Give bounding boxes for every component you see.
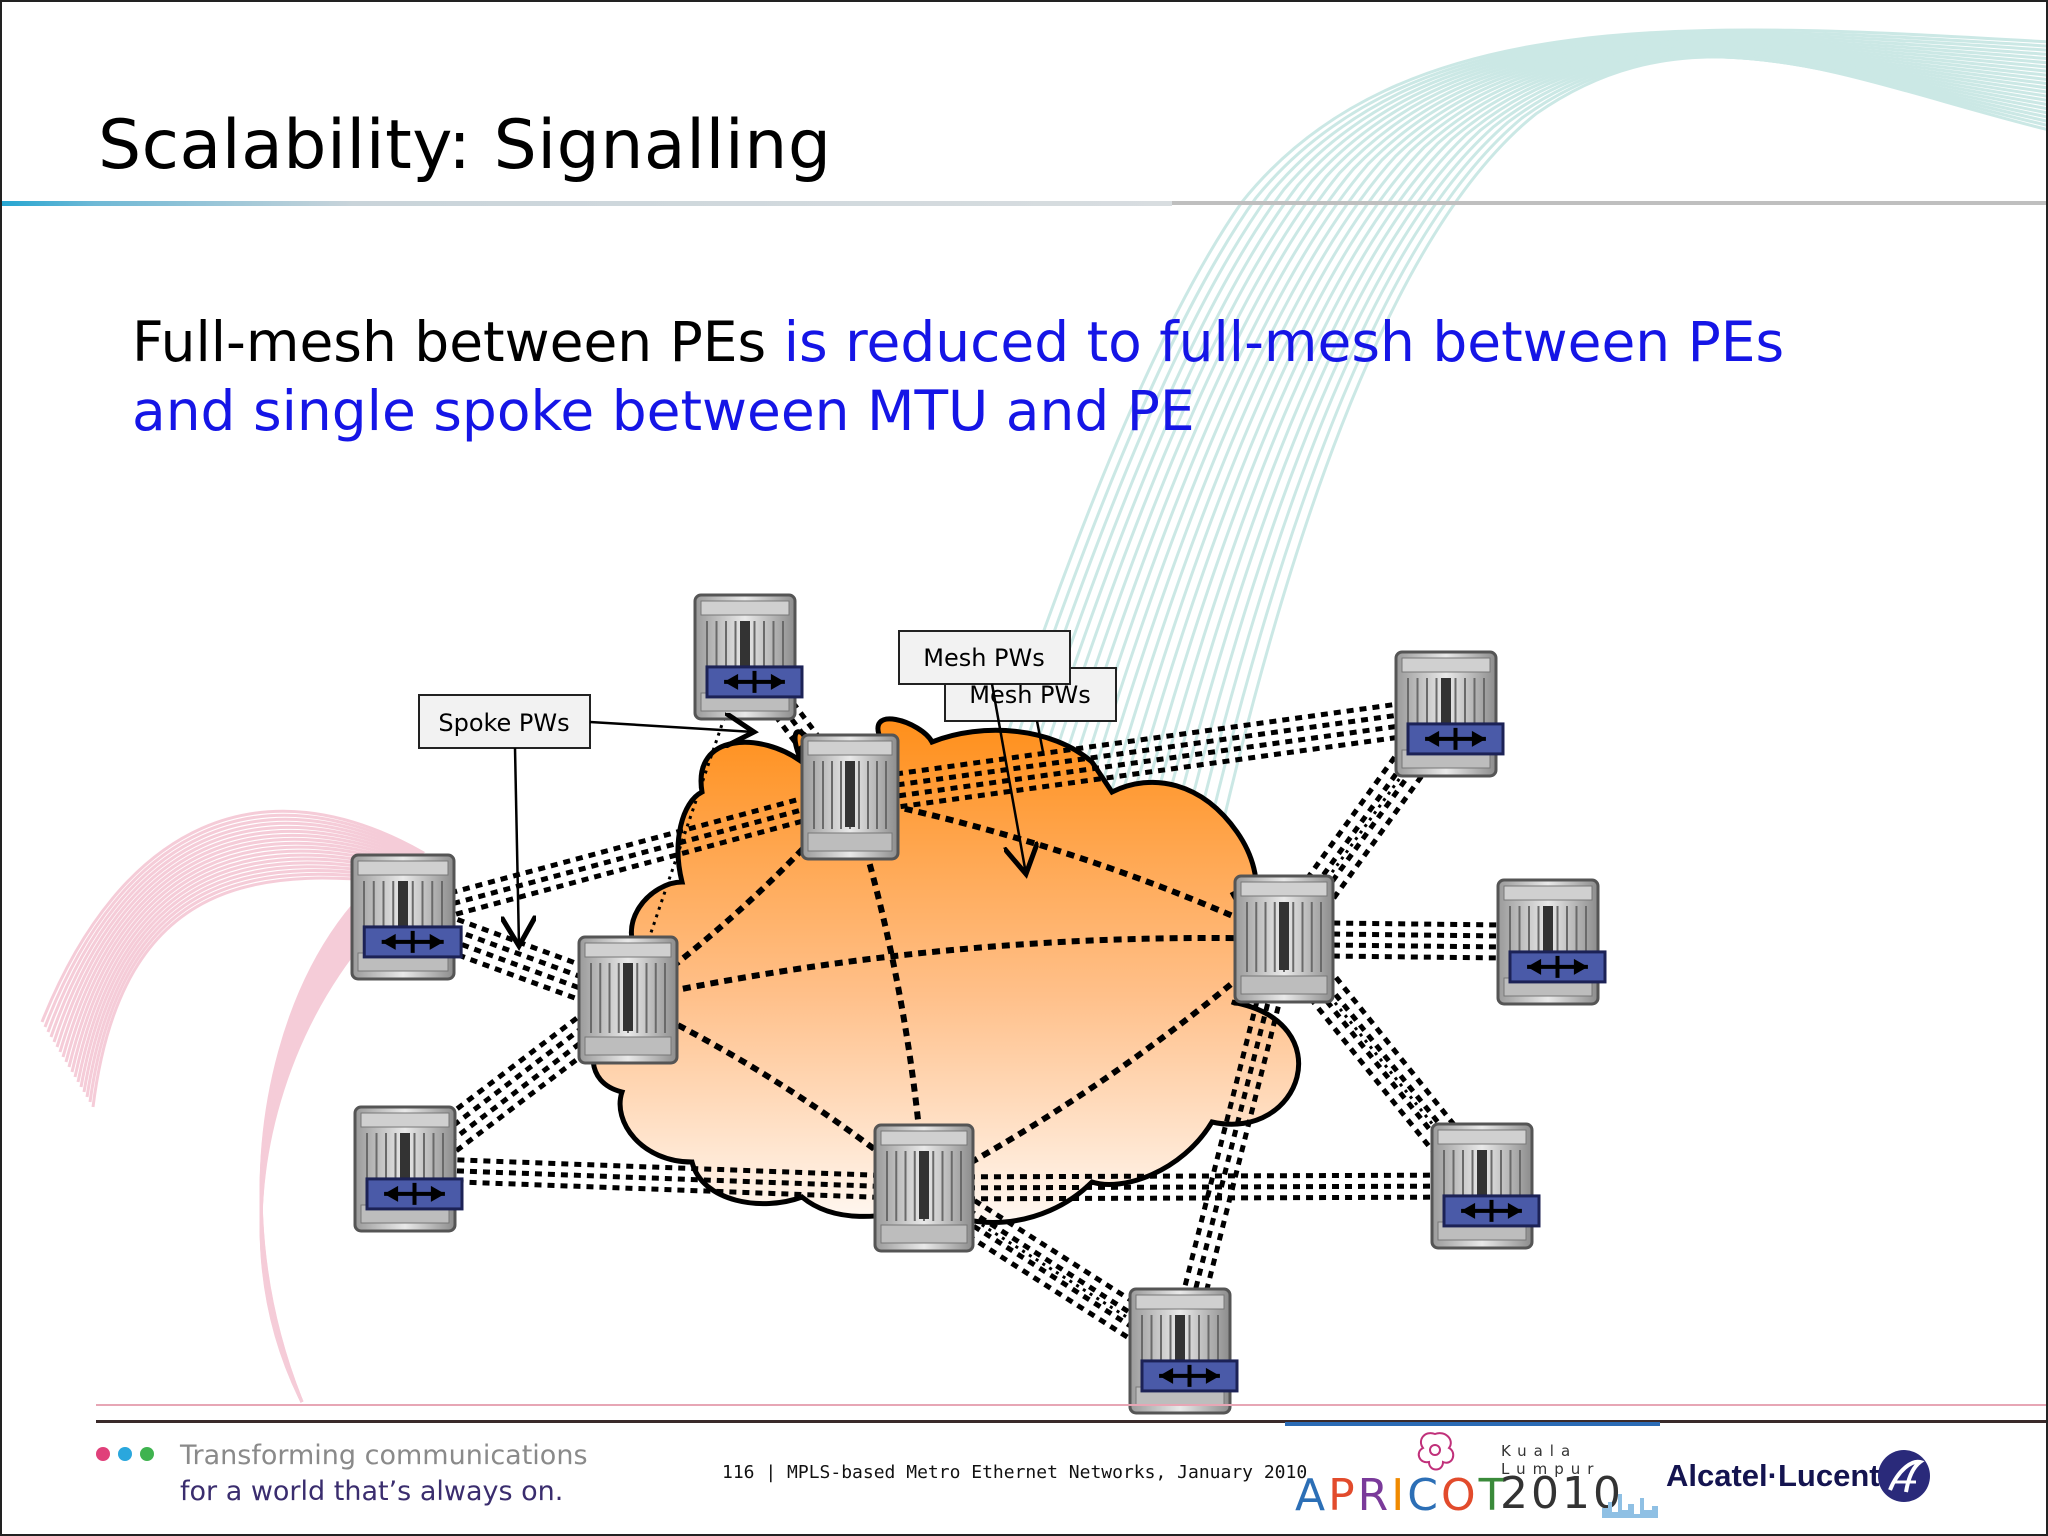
subtitle: Full-mesh between PEs is reduced to full… — [132, 308, 1892, 446]
pe-bottom-router-icon — [873, 1123, 975, 1253]
pe-right-router-icon — [1233, 874, 1335, 1004]
spoke-pw-link — [850, 716, 1448, 805]
apricot-city: Kuala Lumpur — [1501, 1442, 1601, 1478]
spoke-pw-link — [923, 1172, 1482, 1180]
apricot-flower-icon — [1417, 1432, 1455, 1471]
mesh-arrow — [990, 683, 1026, 874]
mtu-right-lower-router-icon — [1430, 1122, 1541, 1250]
title-rule-right — [1172, 201, 2046, 205]
spoke-pw-link — [404, 1166, 925, 1191]
mtu-left-upper-router-icon — [350, 853, 463, 981]
spoke-pw-link — [1188, 941, 1298, 1355]
alcatel-lucent-logo-icon — [1878, 1450, 1930, 1502]
page-footnote: 116 | MPLS-based Metro Ethernet Networks… — [722, 1462, 1308, 1483]
apricot-logo: APRICOT Kuala Lumpur 2010 — [1285, 1422, 1660, 1522]
mesh-pw-link — [849, 794, 1286, 942]
spoke-pw-link — [851, 727, 1449, 816]
tagline-line-1: Transforming communications — [180, 1440, 588, 1471]
dot-green-icon — [140, 1447, 154, 1461]
mtu-top-router-icon — [693, 593, 804, 721]
dot-blue-icon — [118, 1447, 132, 1461]
apricot-word: APRICOT — [1295, 1470, 1509, 1521]
spoke-pw-link — [923, 1183, 1483, 1191]
mtu-bottom-router-icon — [1128, 1287, 1239, 1415]
mesh-pw-link — [847, 796, 927, 1189]
slide-title: Scalability: Signalling — [98, 106, 832, 185]
pe-left-router-icon — [577, 935, 679, 1065]
mesh-pws-text-2: Mesh PWs — [969, 681, 1091, 709]
mtu-right-middle-router-icon — [1496, 878, 1607, 1006]
mtu-right-upper-router-icon — [1394, 650, 1505, 778]
skyline-icon — [1602, 1494, 1658, 1518]
subtitle-blue: is reduced to full-mesh between PEs and … — [132, 310, 1785, 443]
footer-rule — [96, 1420, 2046, 1423]
spoke-pw-link — [1177, 938, 1287, 1352]
mtu-left-lower-router-icon — [353, 1105, 464, 1233]
label-spoke-pws: Spoke PWs — [418, 694, 591, 749]
spoke-pws-text: Spoke PWs — [438, 709, 569, 737]
subtitle-black: Full-mesh between PEs — [132, 310, 767, 374]
tagline: Transforming communications for a world … — [180, 1438, 588, 1510]
label-mesh-pws-1: Mesh PWs — [898, 630, 1071, 685]
spoke-pw-link — [931, 1171, 1191, 1340]
spoke-pw-link — [848, 706, 1446, 795]
spoke-arrow-1 — [589, 722, 754, 732]
title-rule — [2, 201, 1172, 206]
spoke-pw-link — [847, 695, 1445, 784]
spoke-pw-link — [405, 1155, 925, 1180]
pe-top-router-icon — [800, 733, 900, 861]
spoke-pw-link — [1166, 935, 1276, 1349]
dot-pink-icon — [96, 1447, 110, 1461]
tagline-dots — [96, 1446, 162, 1465]
apricot-year: 2010 — [1500, 1468, 1624, 1519]
alcatel-lucent-brand: Alcatel·Lucent — [1666, 1458, 1880, 1493]
mesh-pws-text-1: Mesh PWs — [923, 644, 1045, 672]
mesh-pw-link — [627, 935, 1285, 1003]
apricot-bar — [1285, 1422, 1660, 1426]
tagline-line-2: for a world that’s always on. — [180, 1476, 564, 1507]
spoke-pw-link — [404, 1177, 924, 1202]
spoke-pw-link — [924, 1194, 1483, 1202]
spoke-arrow-2 — [515, 747, 519, 946]
footer-rule-pink — [96, 1404, 2046, 1406]
thin-link — [1282, 713, 1448, 940]
mesh-pointer — [1035, 720, 1045, 753]
